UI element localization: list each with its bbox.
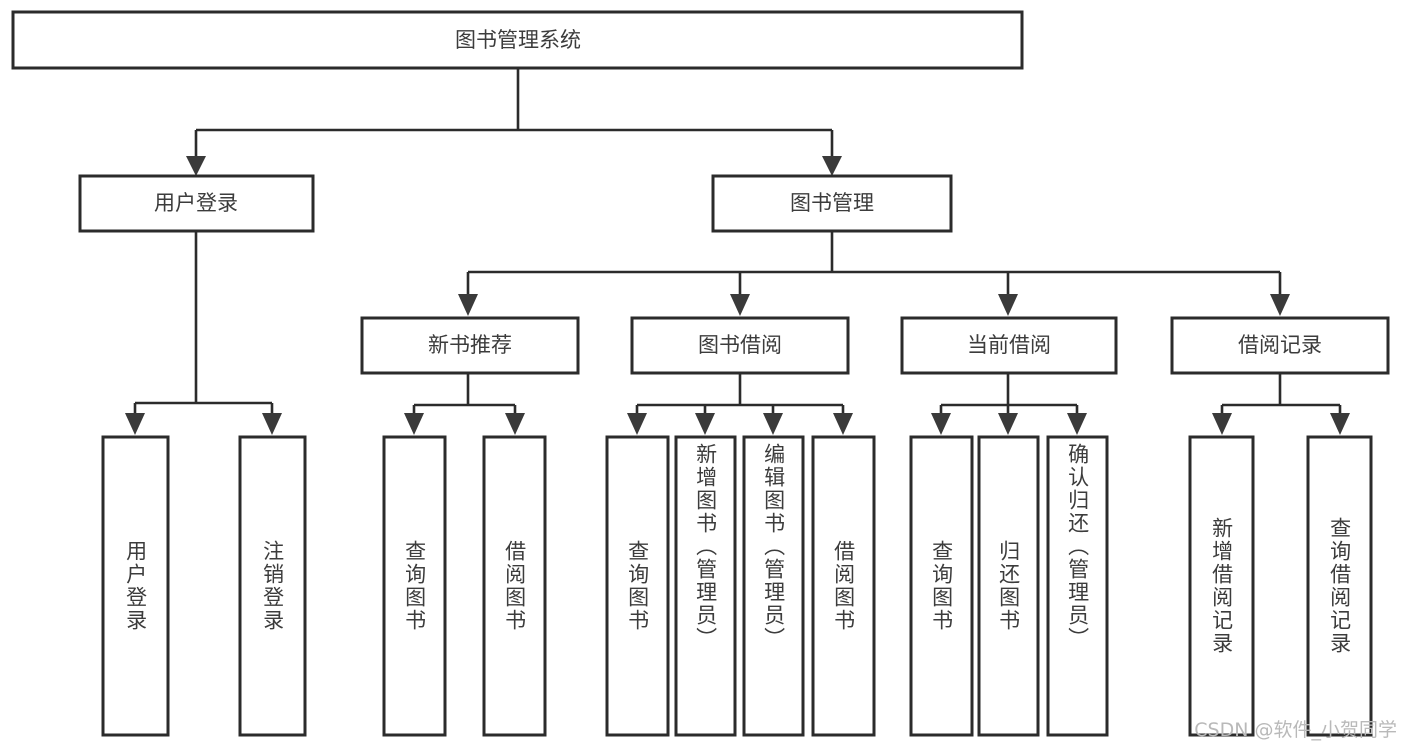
node-root-label: 图书管理系统 (455, 28, 581, 52)
arrowhead-leaf-borrow-book-b (833, 413, 853, 435)
node-leaf-borrow-book-a[interactable] (482, 435, 547, 737)
node-new-book-rec-label: 新书推荐 (428, 333, 512, 357)
arrowhead-book-borrow (730, 294, 750, 316)
node-root[interactable] (11, 10, 1024, 70)
edge-userlogin-to-leaves (133, 231, 274, 415)
arrowhead-current-borrow (998, 294, 1018, 316)
arrowhead-leaf-return-book (998, 413, 1018, 435)
arrowhead-leaf-edit-book (763, 413, 783, 435)
arrowhead-leaf-user-login (125, 413, 145, 435)
node-book-borrow-label: 图书借阅 (698, 333, 782, 357)
node-leaf-query-book-c[interactable] (909, 435, 974, 737)
arrowhead-leaf-confirm-return (1067, 413, 1087, 435)
arrowhead-leaf-logout (262, 413, 282, 435)
node-book-borrow[interactable] (630, 316, 850, 375)
node-leaf-confirm-return[interactable] (1046, 435, 1109, 737)
node-borrow-record[interactable] (1170, 316, 1390, 375)
node-borrow-record-label: 借阅记录 (1238, 333, 1322, 357)
arrowhead-leaf-query-book-c (931, 413, 951, 435)
node-new-book-rec[interactable] (360, 316, 580, 375)
node-book-manage[interactable] (711, 174, 953, 233)
arrowhead-leaf-query-book-b (627, 413, 647, 435)
node-leaf-query-record[interactable] (1306, 435, 1373, 737)
node-book-manage-label: 图书管理 (790, 191, 874, 215)
node-leaf-add-book[interactable] (674, 435, 737, 737)
edge-currentborrow-to-leaves (939, 373, 1079, 415)
node-leaf-return-book[interactable] (977, 435, 1040, 737)
node-current-borrow-label: 当前借阅 (967, 333, 1051, 357)
arrowhead-leaf-add-book (695, 413, 715, 435)
node-user-login[interactable] (78, 174, 315, 233)
arrowhead-user-login (186, 156, 206, 176)
node-leaf-query-book-b[interactable] (605, 435, 670, 737)
arrowhead-borrow-record (1270, 294, 1290, 316)
arrowhead-new-book-rec (458, 294, 478, 316)
node-layer: 图书管理系统 用户登录 图书管理 新书推荐 图书借阅 当前借阅 借阅记录 (11, 10, 1390, 737)
edge-bookmanage-to-level2 (466, 231, 1282, 296)
node-leaf-borrow-book-b[interactable] (811, 435, 876, 737)
arrowhead-leaf-query-book-a (404, 413, 424, 435)
edge-borrowrecord-to-leaves (1220, 373, 1342, 415)
edge-root-to-level1 (194, 68, 834, 158)
node-leaf-add-record[interactable] (1188, 435, 1255, 737)
node-leaf-edit-book[interactable] (742, 435, 805, 737)
arrowhead-leaf-add-record (1212, 413, 1232, 435)
node-leaf-logout[interactable] (238, 435, 307, 737)
arrowhead-leaf-query-record (1330, 413, 1350, 435)
node-leaf-query-book-a[interactable] (382, 435, 447, 737)
edge-newbook-to-leaves (412, 373, 517, 415)
node-current-borrow[interactable] (900, 316, 1118, 375)
arrowhead-leaf-borrow-book-a (505, 413, 525, 435)
node-leaf-user-login[interactable] (101, 435, 170, 737)
connector-layer (125, 68, 1350, 435)
arrowhead-book-manage (822, 156, 842, 176)
node-user-login-label: 用户登录 (154, 191, 238, 215)
edge-bookborrow-to-leaves (635, 373, 845, 415)
